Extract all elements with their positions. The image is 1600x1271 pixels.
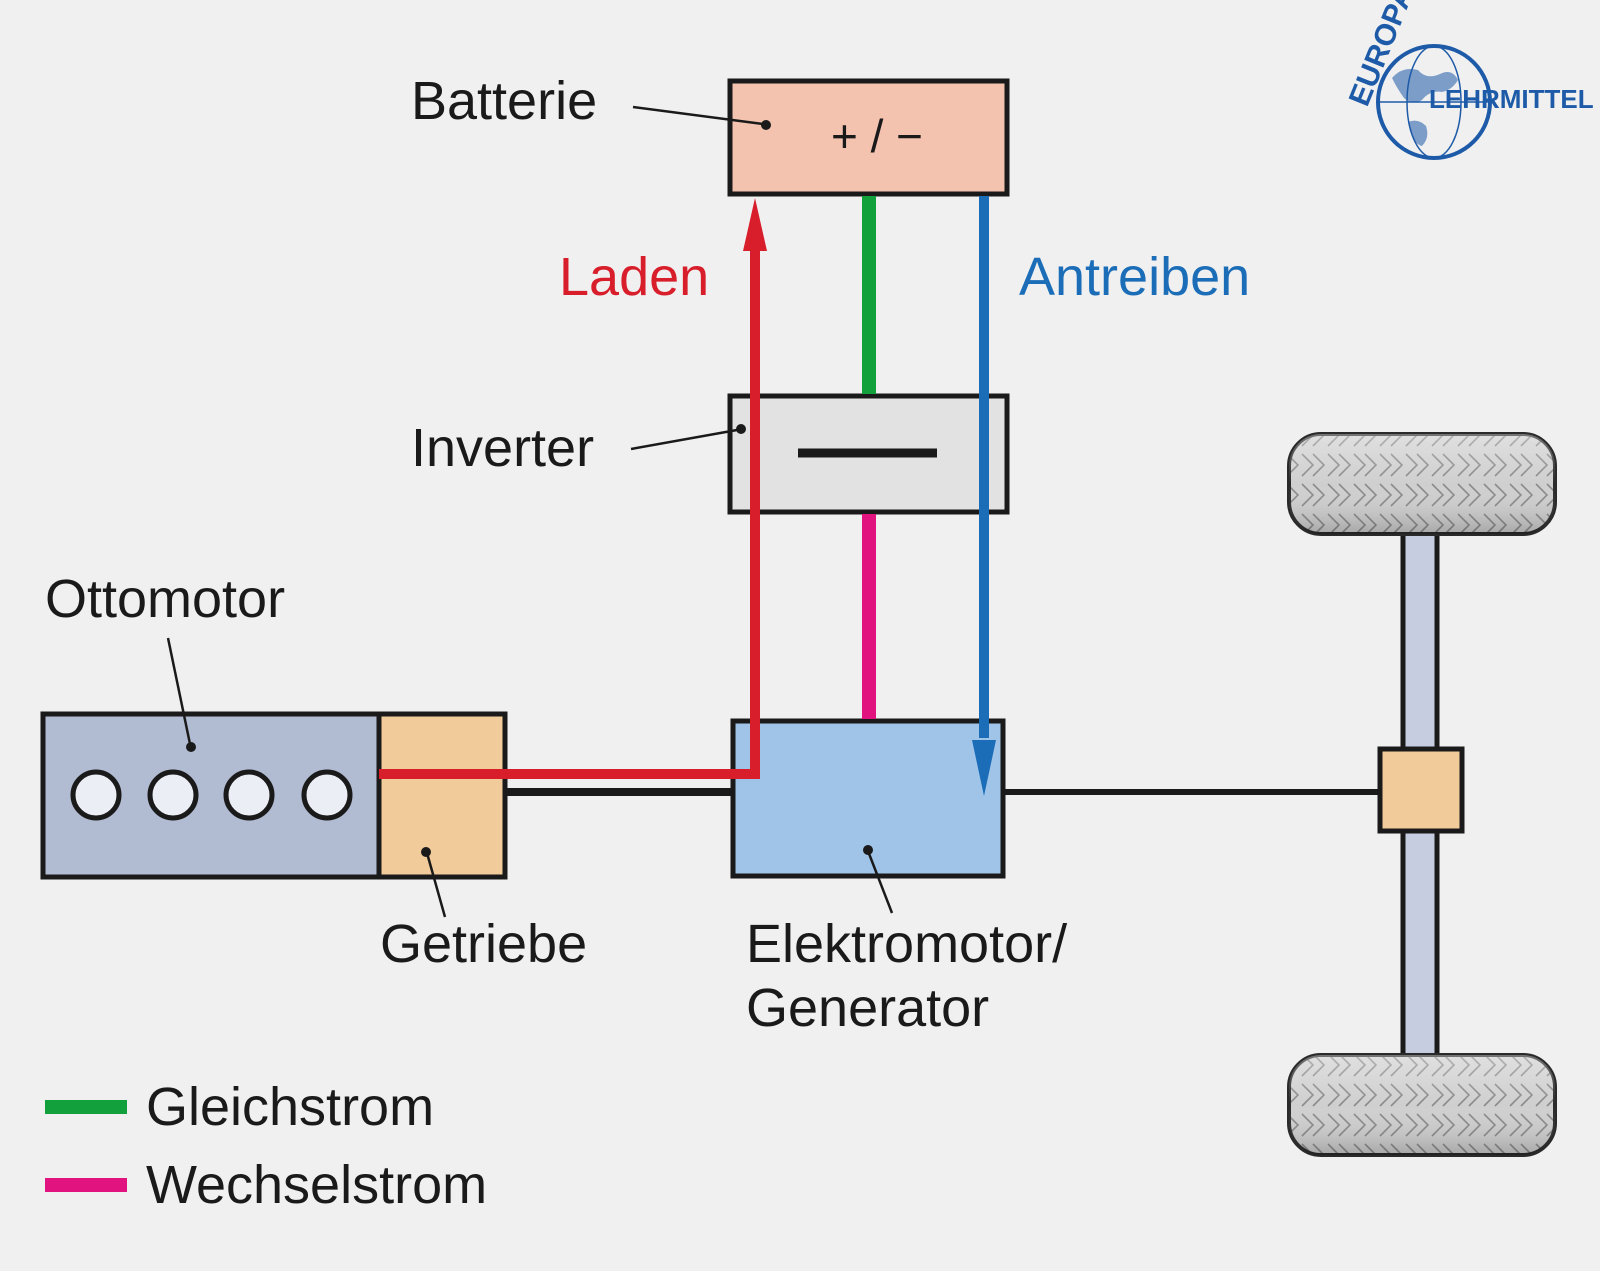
wheel-bottom (1287, 1053, 1557, 1157)
leader-inverter (630, 424, 746, 451)
label-antreiben: Antreiben (1019, 247, 1250, 307)
label-ottomotor: Ottomotor (45, 569, 285, 629)
cylinder-3 (223, 769, 275, 821)
cylinder-2 (147, 769, 199, 821)
getriebe-block (376, 711, 508, 880)
leader-getriebe (421, 847, 447, 918)
legend-label-wechselstrom: Wechselstrom (146, 1155, 487, 1215)
cylinder-4 (301, 769, 353, 821)
antreiben-arrowhead (972, 740, 996, 796)
label-laden: Laden (559, 247, 709, 307)
leader-batterie (632, 105, 771, 130)
label-generator: Generator (746, 978, 989, 1038)
laden-path (379, 242, 760, 779)
label-getriebe: Getriebe (380, 914, 587, 974)
label-inverter: Inverter (411, 418, 594, 478)
legend: Gleichstrom Wechselstrom (45, 1077, 487, 1215)
leader-elektromotor (863, 845, 894, 914)
europa-lehrmittel-logo: EUROPA LEHRMITTEL (1343, 0, 1594, 160)
label-batterie: Batterie (411, 71, 597, 131)
battery-symbol: + / − (831, 110, 923, 162)
legend-label-gleichstrom: Gleichstrom (146, 1077, 434, 1137)
batterie-block (727, 78, 1010, 197)
laden-arrowhead (743, 198, 767, 251)
inverter-block (727, 393, 1010, 515)
differential (1377, 746, 1465, 834)
cylinder-1 (70, 769, 122, 821)
leader-ottomotor (166, 637, 196, 752)
logo-text-bottom: LEHRMITTEL (1429, 84, 1594, 114)
label-elektromotor: Elektromotor/ (746, 914, 1067, 974)
wheel-top (1287, 432, 1557, 536)
